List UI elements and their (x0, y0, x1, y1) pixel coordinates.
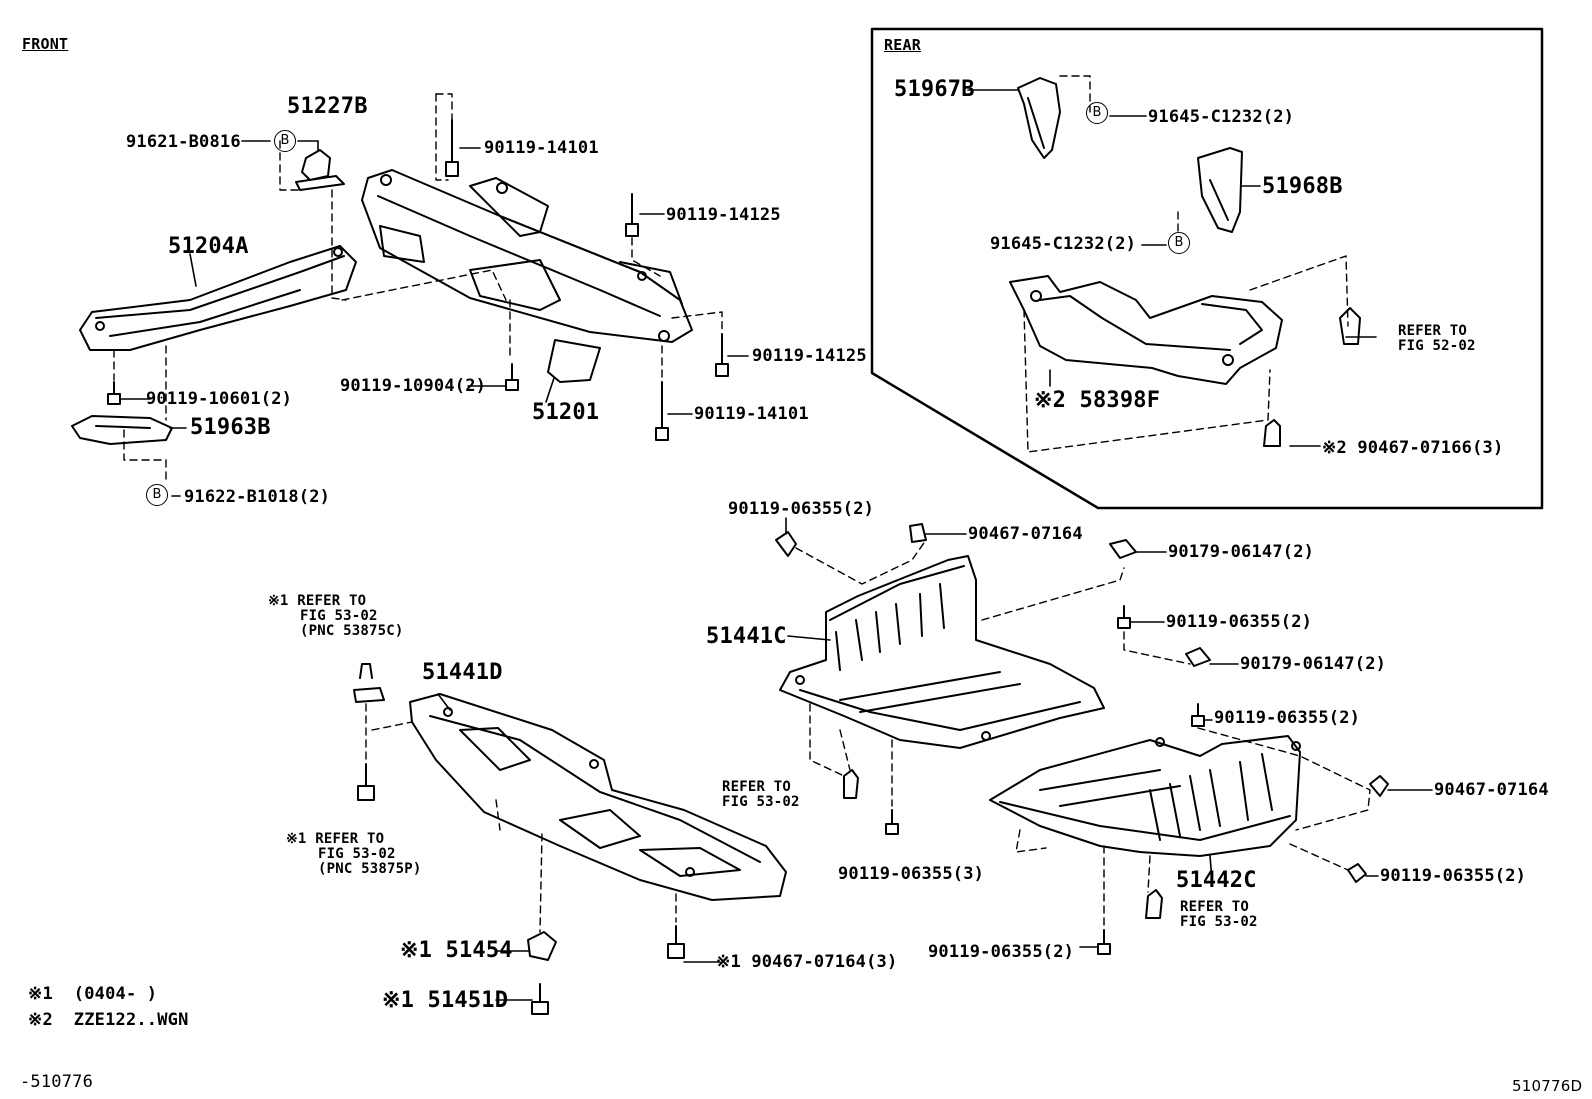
front-leader-lines (119, 140, 749, 429)
part-90119-06355-mid-label[interactable]: 90119-06355(2) (1166, 612, 1313, 632)
ref-line: REFER TO (722, 779, 792, 795)
part-58398F-label[interactable]: ※2 58398F (1034, 388, 1161, 413)
ref-line: (PNC 53875P) (318, 861, 422, 877)
note-mark: ※1 (28, 984, 53, 1004)
ref-line: REFER TO (1180, 899, 1250, 915)
part-51968B-label[interactable]: 51968B (1262, 174, 1343, 199)
front-dashed-lines (113, 93, 723, 485)
rear-inset-frame (870, 27, 1544, 510)
note-text: (0404- ) (73, 984, 158, 1004)
bolt-marker-b-icon: B (1086, 102, 1108, 124)
left-leaders (437, 693, 721, 1001)
refer-fig-53-02-pnc-53875p[interactable]: ※1 REFER TO FIG 53-02 (PNC 53875P) (286, 832, 422, 877)
part-90467-07164-right-label[interactable]: 90467-07164 (1434, 780, 1549, 800)
note-1: ※1 (0404- ) (28, 986, 157, 1003)
ref-line: FIG 53-02 (318, 846, 396, 862)
part-90467-07164-top-label[interactable]: 90467-07164 (968, 524, 1083, 544)
undercover-51441C-drawing (779, 555, 1105, 749)
part-51442C-label[interactable]: 51442C (1176, 868, 1257, 893)
part-51963B-label[interactable]: 51963B (190, 415, 271, 440)
note-2: ※2 ZZE122..WGN (28, 1012, 189, 1029)
part-91622-B1018-label[interactable]: 91622-B1018(2) (184, 487, 331, 507)
refer-fig-53-02-mid[interactable]: REFER TO FIG 53-02 (722, 780, 800, 810)
rear-dashed (1023, 75, 1349, 453)
part-90119-14125-upper-label[interactable]: 90119-14125 (666, 205, 781, 225)
part-90119-06355-far-right-label[interactable]: 90119-06355(2) (1380, 866, 1527, 886)
part-90119-10904-label[interactable]: 90119-10904(2) (340, 376, 487, 396)
refer-fig-53-02-pnc-53875c[interactable]: ※1 REFER TO FIG 53-02 (PNC 53875C) (268, 594, 404, 639)
part-90119-14125-lower-label[interactable]: 90119-14125 (752, 346, 867, 366)
part-90467-07166-label[interactable]: ※2 90467-07166(3) (1322, 438, 1504, 458)
part-51454-label[interactable]: ※1 51454 (400, 938, 513, 963)
part-51227B-label[interactable]: 51227B (287, 94, 368, 119)
rear-shield-58398F-drawing (1009, 275, 1283, 385)
ref-line: FIG 53-02 (1180, 914, 1258, 930)
figure-number-left: -510776 (20, 1072, 94, 1092)
bracket-51227B-drawing (295, 149, 345, 191)
part-51441D-label[interactable]: 51441D (422, 660, 503, 685)
part-90119-06355-top-label[interactable]: 90119-06355(2) (728, 499, 875, 519)
crossmember-51201-drawing (361, 169, 693, 383)
undercover-51441D-drawing (409, 693, 787, 901)
right-fasteners-drawing (775, 523, 1389, 955)
undercover-51442C-drawing (989, 735, 1301, 857)
part-51201-label[interactable]: 51201 (532, 400, 600, 425)
part-91621-B0816-label[interactable]: 91621-B0816 (126, 132, 241, 152)
front-heading: FRONT (22, 35, 69, 53)
rear-leaders (967, 89, 1377, 447)
rear-clips (1263, 307, 1361, 447)
part-90467-07164-3-label[interactable]: ※1 90467-07164(3) (716, 952, 898, 972)
ref-line: (PNC 53875C) (300, 623, 404, 639)
part-90119-06355-3-label[interactable]: 90119-06355(3) (838, 864, 985, 884)
rear-brackets-drawing (1017, 77, 1243, 233)
front-bolts-drawing (107, 119, 729, 441)
part-90179-06147-lower-label[interactable]: 90179-06147(2) (1240, 654, 1387, 674)
right-dashed (795, 539, 1371, 927)
part-51441C-label[interactable]: 51441C (706, 624, 787, 649)
part-51204A-label[interactable]: 51204A (168, 234, 249, 259)
ref-line: FIG 53-02 (722, 794, 800, 810)
part-51451D-label[interactable]: ※1 51451D (382, 988, 509, 1013)
figure-number-right: 510776D (1512, 1077, 1583, 1095)
ref-line: ※1 REFER TO (286, 831, 385, 847)
bolt-marker-b-icon: B (1168, 232, 1190, 254)
ref-line: ※1 REFER TO (268, 593, 367, 609)
part-91645-C1232-lower-label[interactable]: 91645-C1232(2) (990, 234, 1137, 254)
bolt-marker-lines (171, 140, 319, 497)
bolt-marker-b-icon: B (146, 484, 168, 506)
part-90119-06355-right-label[interactable]: 90119-06355(2) (1214, 708, 1361, 728)
part-90119-10601-label[interactable]: 90119-10601(2) (146, 389, 293, 409)
brace-51204A-drawing (79, 245, 357, 351)
part-91645-C1232-upper-label[interactable]: 91645-C1232(2) (1148, 107, 1295, 127)
right-leaders (785, 517, 1433, 948)
ref-line: REFER TO (1398, 323, 1468, 339)
part-90119-14101-upper-label[interactable]: 90119-14101 (484, 138, 599, 158)
part-51967B-label[interactable]: 51967B (894, 77, 975, 102)
left-dashed (365, 703, 677, 933)
note-text: ZZE122..WGN (73, 1010, 189, 1030)
ref-line: FIG 53-02 (300, 608, 378, 624)
part-90179-06147-upper-label[interactable]: 90179-06147(2) (1168, 542, 1315, 562)
refer-fig-53-02-right[interactable]: REFER TO FIG 53-02 (1180, 900, 1258, 930)
left-fasteners-drawing (353, 663, 685, 1015)
refer-fig-52-02-rear[interactable]: REFER TO FIG 52-02 (1398, 324, 1476, 354)
bolt-marker-b-icon: B (274, 130, 296, 152)
part-90119-06355-bottom-label[interactable]: 90119-06355(2) (928, 942, 1075, 962)
note-mark: ※2 (28, 1010, 53, 1030)
rear-heading: REAR (884, 36, 921, 54)
ref-line: FIG 52-02 (1398, 338, 1476, 354)
part-90119-14101-lower-label[interactable]: 90119-14101 (694, 404, 809, 424)
plate-51963B-drawing (71, 415, 173, 445)
